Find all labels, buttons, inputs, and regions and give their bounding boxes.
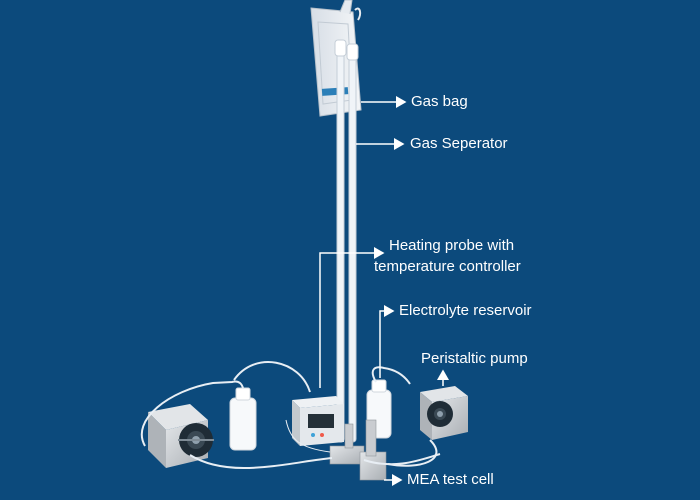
gas-bag-label: Gas bag [411,93,468,110]
gas-separator-label: Gas Seperator [410,135,508,152]
tubing [140,361,441,470]
heating-probe-label-line1: Heating probe with [389,237,515,254]
left-peristaltic-pump [148,404,214,468]
right-peristaltic-pump [420,386,468,440]
electrolyte-reservoir-label: Electrolyte reservoir [399,302,532,319]
temperature-controller [292,396,344,446]
heating-probe-label-line2: temperature controller [374,258,521,275]
callout-lines [319,96,449,486]
peristaltic-pump-label: Peristaltic pump [421,350,528,367]
heating-probe-callout-line [319,247,385,388]
mea-test-cell-label: MEA test cell [407,471,494,488]
left-bottle [229,387,257,451]
mea-test-cell [329,419,387,481]
electrolyte-callout-line [379,305,395,378]
